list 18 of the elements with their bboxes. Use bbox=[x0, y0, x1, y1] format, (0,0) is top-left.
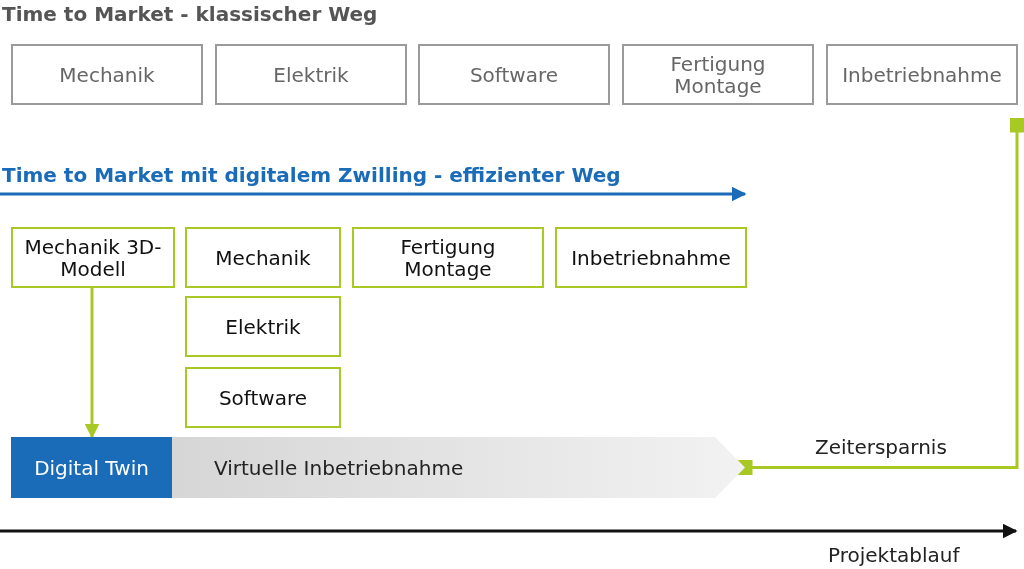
phase-box: Inbetriebnahme bbox=[826, 44, 1018, 105]
phase-box: Fertigung Montage bbox=[352, 227, 544, 288]
phase-box: Mechanik bbox=[11, 44, 203, 105]
phase-box: Inbetriebnahme bbox=[555, 227, 747, 288]
phase-box: Elektrik bbox=[185, 296, 341, 357]
diagram-title: Time to Market - klassischer Weg bbox=[2, 2, 378, 26]
phase-box: Software bbox=[185, 367, 341, 428]
phase-box: Mechanik bbox=[185, 227, 341, 288]
phase-box: Software bbox=[418, 44, 610, 105]
arrow-band: Virtuelle Inbetriebnahme bbox=[172, 437, 745, 498]
axis-label: Projektablauf bbox=[828, 543, 960, 567]
phase-box: Fertigung Montage bbox=[622, 44, 814, 105]
digital-twin-box: Digital Twin bbox=[11, 437, 172, 498]
phase-box: Mechanik 3D-Modell bbox=[11, 227, 175, 288]
section-heading: Time to Market mit digitalem Zwilling - effizienter Weg bbox=[2, 163, 621, 187]
phase-box: Elektrik bbox=[215, 44, 407, 105]
connector bbox=[84, 288, 100, 439]
connector bbox=[737, 117, 1024, 475]
